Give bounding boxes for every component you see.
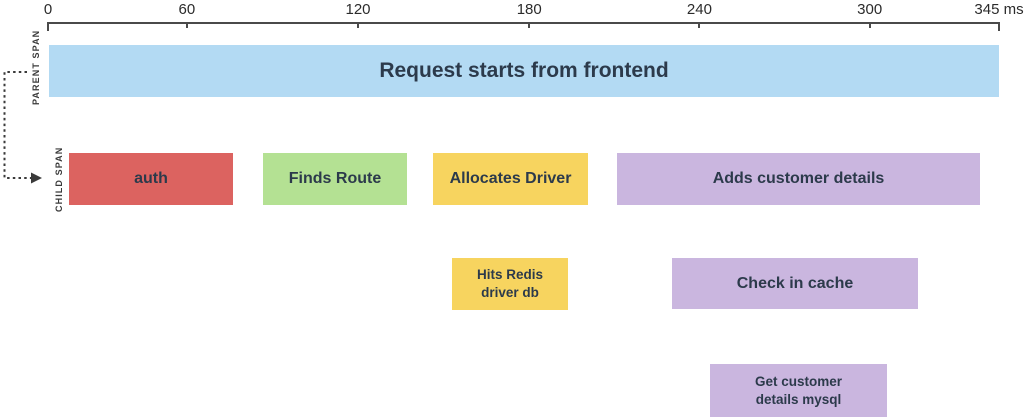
span-bar-check-in-cache: Check in cache	[672, 258, 918, 309]
axis-tick-label: 300	[857, 1, 883, 18]
axis-tick	[698, 22, 701, 28]
axis-tick-label: 345 ms	[974, 1, 1024, 18]
span-bar-adds-customer-details: Adds customer details	[617, 153, 980, 205]
child-span-label: CHILD SPAN	[54, 146, 64, 212]
time-axis: 0 60 120 180 240 300 345 ms	[44, 0, 1024, 34]
span-bar-hits-redis-driver-db: Hits Redis driver db	[452, 258, 568, 310]
parent-child-connector-arrow	[3, 71, 42, 184]
arrowhead-icon	[31, 172, 42, 184]
parent-span-label: PARENT SPAN	[31, 29, 41, 105]
axis-tick	[868, 22, 871, 28]
span-bar-allocates-driver: Allocates Driver	[433, 153, 588, 205]
span-bar-finds-route: Finds Route	[263, 153, 407, 205]
span-bar-auth: auth	[69, 153, 233, 205]
span-bar-request-starts-from-frontend: Request starts from frontend	[49, 45, 999, 97]
axis-tick	[998, 22, 1000, 31]
axis-tick	[185, 22, 188, 28]
axis-line	[48, 22, 999, 24]
axis-tick-label: 240	[686, 1, 712, 18]
axis-tick-label: 0	[43, 1, 53, 18]
axis-tick	[528, 22, 531, 28]
axis-tick-label: 120	[345, 1, 371, 18]
axis-tick-label: 180	[516, 1, 542, 18]
span-bar-get-customer-details-mysql: Get customer details mysql	[710, 364, 887, 417]
axis-tick	[47, 22, 49, 31]
axis-tick-label: 60	[178, 1, 196, 18]
axis-tick	[357, 22, 360, 28]
